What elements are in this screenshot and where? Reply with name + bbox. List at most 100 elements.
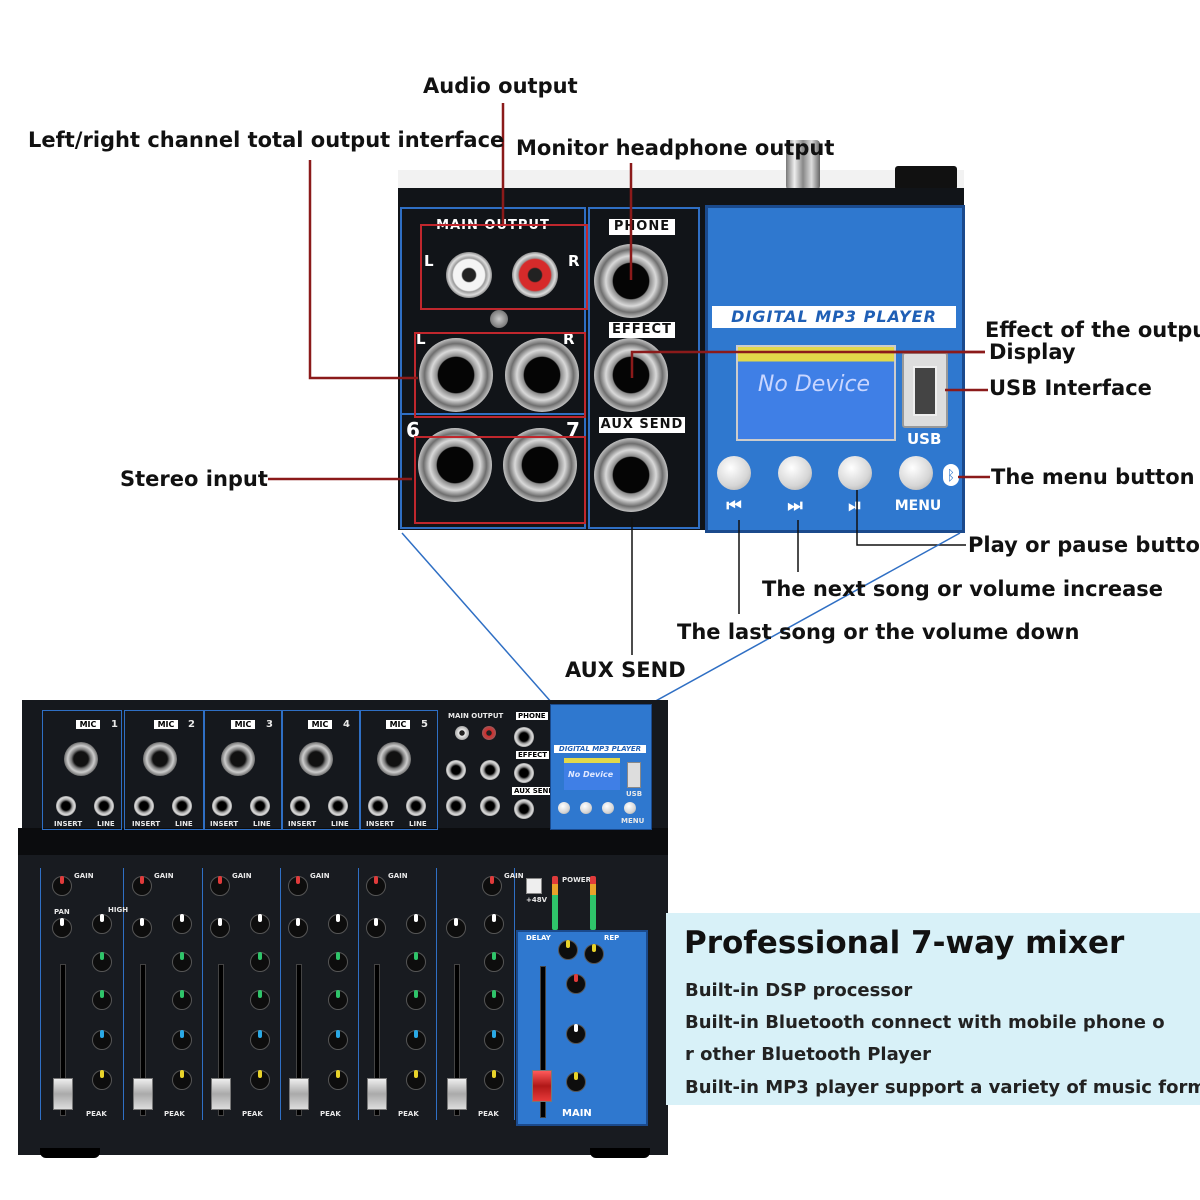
aux-send-level-knob[interactable] (566, 1024, 586, 1044)
ch4-high-knob[interactable] (328, 914, 348, 934)
ch67-high-knob[interactable] (484, 914, 504, 934)
ch3-number: 3 (266, 719, 273, 730)
callout-last-song: The last song or the volume down (677, 620, 1080, 644)
main-fader[interactable] (532, 1070, 552, 1102)
lr-output-right-label: R (563, 330, 575, 348)
ch4-low-knob[interactable] (328, 990, 348, 1010)
mini-aux-send-jack (514, 799, 534, 819)
phantom-switch[interactable] (526, 878, 542, 894)
ch2-line-label: LINE (175, 820, 193, 828)
ch67-gain-knob[interactable] (482, 876, 502, 896)
ch2-eff-knob[interactable] (172, 1070, 192, 1090)
ch1-low-knob[interactable] (92, 990, 112, 1010)
ch4-aux-knob[interactable] (328, 1030, 348, 1050)
prev-button[interactable] (717, 456, 751, 490)
ch2-high-knob[interactable] (172, 914, 192, 934)
usb-label: USB (907, 430, 942, 448)
ch2-aux-knob[interactable] (172, 1030, 192, 1050)
ch1-eff-knob[interactable] (92, 1070, 112, 1090)
ch3-aux-knob[interactable] (250, 1030, 270, 1050)
ch5-gain-knob[interactable] (366, 876, 386, 896)
ch1-high-label: HIGH (108, 906, 129, 914)
ch1-high-knob[interactable] (92, 914, 112, 934)
mini-left-output-jack (446, 760, 466, 780)
ch5-high-knob[interactable] (406, 914, 426, 934)
ch2-low-knob[interactable] (172, 990, 192, 1010)
ch3-low-knob[interactable] (250, 990, 270, 1010)
ch67-low-knob[interactable] (484, 990, 504, 1010)
ch3-eff-knob[interactable] (250, 1070, 270, 1090)
menu-label: MENU (894, 498, 942, 514)
ch67-mid-knob[interactable] (484, 952, 504, 972)
level-meter (552, 876, 558, 930)
ch2-gain-knob[interactable] (132, 876, 152, 896)
ch1-fader-track (60, 964, 66, 1116)
ch1-pan-knob[interactable] (52, 918, 72, 938)
main-output-left-label: L (424, 252, 434, 270)
ch1-pan-label: PAN (54, 908, 70, 916)
strip-2 (124, 868, 203, 1120)
play-pause-button[interactable] (838, 456, 872, 490)
menu-button[interactable] (899, 456, 933, 490)
ch1-aux-knob[interactable] (92, 1030, 112, 1050)
main-label: MAIN (562, 1108, 592, 1119)
ch2-fader-track (140, 964, 146, 1116)
ch4-fader[interactable] (289, 1078, 309, 1110)
mini-prev-button[interactable] (558, 802, 570, 814)
phone-level-knob[interactable] (566, 974, 586, 994)
ch3-mid-knob[interactable] (250, 952, 270, 972)
ch5-eff-knob[interactable] (406, 1070, 426, 1090)
rep-knob[interactable] (584, 944, 604, 964)
ch4-mid-knob[interactable] (328, 952, 348, 972)
ch3-high-knob[interactable] (250, 914, 270, 934)
level-meter-right (590, 876, 596, 930)
ch67-eff-knob[interactable] (484, 1070, 504, 1090)
mini-menu-button[interactable] (624, 802, 636, 814)
ch3-line-label: LINE (253, 820, 271, 828)
callout-lines (268, 103, 990, 700)
zoom-guide-left (401, 532, 551, 700)
ch4-gain-knob[interactable] (288, 876, 308, 896)
ch1-mid-knob[interactable] (92, 952, 112, 972)
ch67-pan-knob[interactable] (446, 918, 466, 938)
prev-icon: ⏮ (726, 496, 742, 516)
mini-effect-label: EFFECT (516, 751, 550, 759)
line-play-pause (856, 490, 966, 546)
next-button[interactable] (778, 456, 812, 490)
ch5-fader[interactable] (367, 1078, 387, 1110)
ch3-xlr-input (221, 742, 255, 776)
stereo-input-7-jack (503, 428, 577, 502)
ch2-mic-label: MIC (154, 720, 178, 729)
left-output-jack (419, 338, 493, 412)
ch4-peak-label: PEAK (320, 1110, 341, 1118)
eff-send-knob[interactable] (566, 1072, 586, 1092)
ch1-fader[interactable] (53, 1078, 73, 1110)
ch3-gain-knob[interactable] (210, 876, 230, 896)
ch4-eff-knob[interactable] (328, 1070, 348, 1090)
ch2-fader[interactable] (133, 1078, 153, 1110)
ch1-mic-label: MIC (76, 720, 100, 729)
ch67-fader[interactable] (447, 1078, 467, 1110)
ch2-mid-knob[interactable] (172, 952, 192, 972)
ch5-mid-knob[interactable] (406, 952, 426, 972)
ch2-pan-knob[interactable] (132, 918, 152, 938)
ch67-aux-knob[interactable] (484, 1030, 504, 1050)
ch1-gain-knob[interactable] (52, 876, 72, 896)
ch5-aux-knob[interactable] (406, 1030, 426, 1050)
mini-play-button[interactable] (602, 802, 614, 814)
ch4-fader-track (296, 964, 302, 1116)
ch5-low-knob[interactable] (406, 990, 426, 1010)
ch3-fader[interactable] (211, 1078, 231, 1110)
ch3-pan-knob[interactable] (210, 918, 230, 938)
callout-audio-output: Audio output (423, 74, 578, 98)
bluetooth-icon: ᛒ (943, 464, 959, 486)
audio-output-highlight (420, 224, 588, 310)
ch2-line-jack (172, 796, 192, 816)
ch4-pan-knob[interactable] (288, 918, 308, 938)
ch5-pan-knob[interactable] (366, 918, 386, 938)
mini-next-button[interactable] (580, 802, 592, 814)
callout-left-right-output: Left/right channel total output interfac… (28, 128, 505, 152)
delay-knob[interactable] (558, 940, 578, 960)
delay-label: DELAY (526, 934, 551, 942)
ch4-insert-label: INSERT (288, 820, 317, 828)
